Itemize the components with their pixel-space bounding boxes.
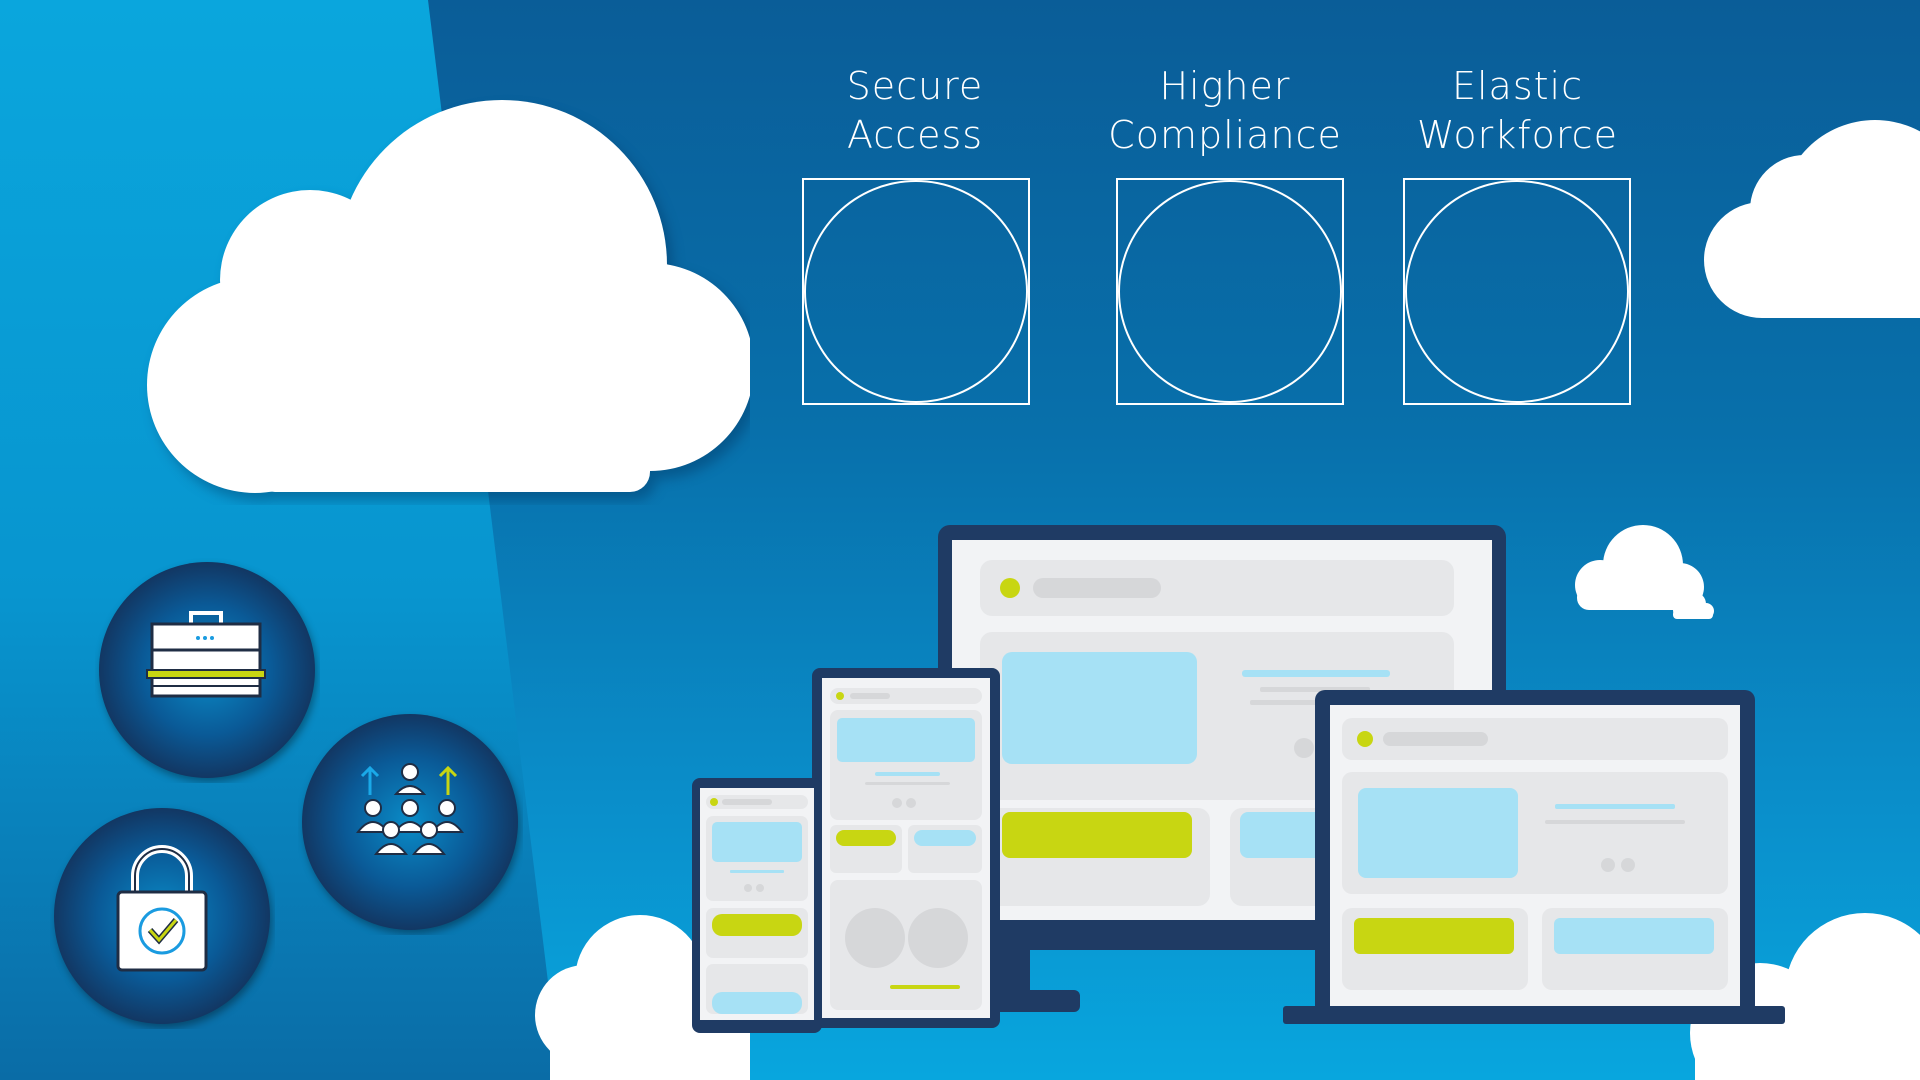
feature-icon-placeholder (1403, 178, 1631, 405)
feature-label-elastic-workforce: Elastic Workforce (1405, 62, 1630, 160)
edge-cloud-right (1704, 120, 1920, 318)
feature-label-line: Compliance (1108, 113, 1342, 157)
circle-outline (1118, 180, 1342, 403)
feature-label-line: Access (846, 113, 984, 157)
feature-label-secure-access: Secure Access (805, 62, 1025, 160)
briefcase-icon (146, 611, 266, 698)
tiny-cloud (1673, 592, 1714, 619)
arrow-up-icon (360, 765, 458, 795)
feature-label-line: Secure (846, 64, 984, 108)
tablet (812, 668, 1000, 1028)
feature-icon-placeholder (1116, 178, 1344, 405)
responsive-devices-illustration (692, 525, 1785, 1033)
phone (692, 778, 822, 1033)
laptop (1283, 690, 1785, 1024)
feature-icon-placeholder (802, 178, 1030, 405)
feature-label-line: Workforce (1417, 113, 1618, 157)
circle-outline (804, 180, 1028, 403)
security-badge (54, 808, 270, 1024)
circle-outline (1405, 180, 1629, 403)
feature-label-higher-compliance: Higher Compliance (1090, 62, 1360, 160)
team-growth-icon (355, 763, 465, 855)
feature-label-line: Higher (1159, 64, 1291, 108)
briefcase-badge (99, 562, 315, 778)
team-growth-badge (302, 714, 518, 930)
feature-label-line: Elastic (1451, 64, 1583, 108)
padlock-check-icon (116, 845, 208, 972)
large-cloud (147, 100, 750, 493)
